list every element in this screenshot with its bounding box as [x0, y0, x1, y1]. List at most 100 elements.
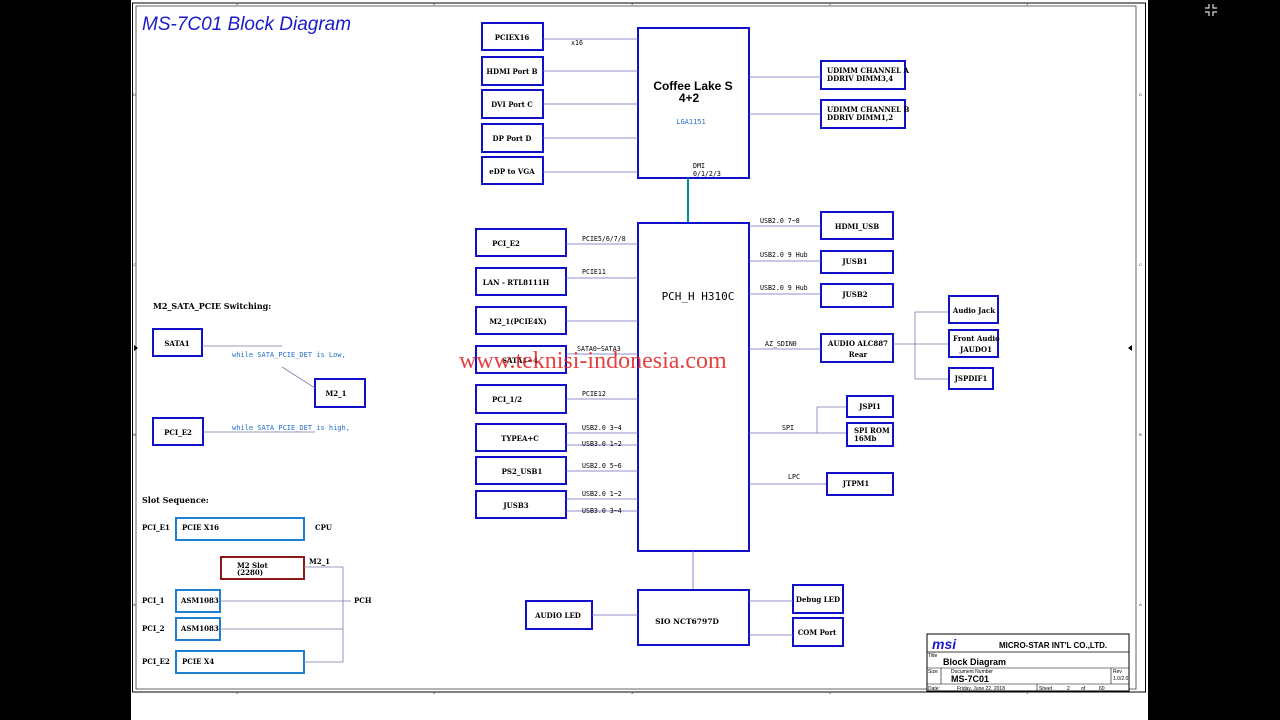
ruler-side-d: D — [133, 92, 136, 97]
switch-sata1-block — [152, 328, 203, 357]
pciex16-label: PCIEX16 — [495, 33, 530, 42]
cpu-name: Coffee Lake S — [653, 79, 732, 93]
jusb3-block — [475, 490, 567, 519]
hdmi-usb-block — [820, 211, 894, 240]
cpu-cores: 4+2 — [679, 91, 700, 105]
dvi-port-c-label: DVI Port C — [491, 100, 533, 109]
ps2-usb1-block — [475, 456, 567, 485]
memory-channel-a-line1: UDIMM CHANNEL A — [827, 66, 909, 75]
pci-e2-signal: PCIE5/6/7/8 — [582, 235, 626, 243]
lan-label: LAN - RTL8111H — [483, 278, 550, 287]
jspi1-label: JSPI1 — [858, 402, 881, 411]
ruler-marker-right — [1128, 345, 1132, 351]
memory-channel-b-line2: DDRIV DIMM1,2 — [827, 113, 893, 122]
slot-heading: Slot Sequence: — [142, 495, 209, 505]
block-diagram: 5 4 3 2 1 5 4 3 2 1 D C B A D C B A MS-7… — [132, 1, 1146, 695]
switch-m2-1-label: M2_1 — [326, 389, 347, 398]
pci-1-2-label: PCI_1/2 — [492, 395, 522, 404]
audio-codec-line1: AUDIO ALC887 — [827, 339, 888, 348]
ruler-top-4: 2 — [829, 1, 832, 6]
sheet-label: Sheet — [1039, 686, 1053, 692]
switch-pci-e2-block — [152, 417, 204, 446]
cpu-socket: LGA1151 — [676, 118, 706, 126]
audio-codec-line2: Rear — [849, 350, 868, 359]
hdmi-usb-label: HDMI_USB — [835, 222, 879, 231]
ruler-side-a: A — [133, 602, 136, 607]
document-number: MS-7C01 — [951, 674, 989, 684]
front-audio-block — [948, 329, 999, 358]
slot-pci-2-label: PCI_2 — [142, 624, 165, 633]
ruler-bottom-3: 3 — [631, 690, 634, 695]
debug-led-label: Debug LED — [796, 595, 840, 604]
switch-m2-1-block — [314, 378, 366, 408]
lan-block — [475, 267, 567, 296]
ruler-top-2: 4 — [433, 1, 436, 6]
of-label: of — [1081, 686, 1086, 692]
jspdif1-label: JSPDIF1 — [954, 374, 988, 383]
front-audio-line1: Front Audio — [953, 334, 1000, 343]
debug-led-block — [792, 584, 844, 614]
jusb2-block — [820, 283, 894, 308]
diagram-title: MS-7C01 Block Diagram — [142, 14, 351, 35]
ruler-side-c: C — [133, 262, 136, 267]
audio-led-label: AUDIO LED — [534, 611, 581, 620]
title-block-title: Block Diagram — [943, 657, 1006, 667]
ruler-side-b: B — [133, 432, 136, 437]
switch-sata1-label: SATA1 — [164, 339, 189, 348]
typea-c-signal-2: USB3.0 1~2 — [582, 440, 622, 448]
ruler-top-5: 1 — [1026, 1, 1029, 6]
switching-heading: M2_SATA_PCIE Switching: — [153, 301, 271, 311]
jspi1-block — [846, 395, 894, 418]
front-audio-line2: JAUDO1 — [959, 345, 992, 354]
dp-port-d-label: DP Port D — [493, 134, 532, 143]
switch-sata-diagonal — [281, 366, 316, 389]
fullscreen-exit-icon[interactable] — [1204, 3, 1218, 17]
pch-name: PCH_H H310C — [662, 290, 735, 303]
jtpm1-block — [826, 472, 894, 496]
com-port-label: COM Port — [798, 628, 837, 637]
sheet-number: 2 — [1067, 686, 1070, 692]
memory-channel-b-line1: UDIMM CHANNEL B — [827, 105, 909, 114]
edp-to-vga-label: eDP to VGA — [489, 167, 535, 176]
slot-m2-line2: (2280) — [237, 568, 263, 577]
spi-rom-block — [846, 422, 894, 447]
ruler-bottom-2: 4 — [433, 690, 436, 695]
jusb3-label: JUSB3 — [502, 501, 528, 510]
rev-label: Rev — [1113, 669, 1122, 675]
slot-m2-block — [220, 556, 305, 580]
ruler-top-1: 5 — [236, 1, 239, 6]
jusb1-signal: USB2.0 9 Hub — [760, 251, 808, 259]
pciex16-signal: x16 — [571, 39, 583, 47]
spi-rom-line2: 16Mb — [854, 434, 876, 443]
ruler-side-d-right: D — [1139, 92, 1142, 97]
typea-c-block — [475, 423, 567, 452]
m2-1-pcie4x-label: M2_1(PCIE4X) — [489, 317, 546, 326]
ruler-bottom-1: 5 — [236, 690, 239, 695]
jusb2-label: JUSB2 — [841, 290, 867, 299]
jusb3-signal: USB2.0 1~2 — [582, 490, 622, 498]
ruler-bottom-4: 2 — [829, 690, 832, 695]
slot-cpu-label: CPU — [315, 523, 332, 532]
slot-pci-e2-label: PCI_E2 — [142, 657, 170, 666]
size-label: Size — [928, 669, 938, 675]
cpu-dmi: DMI — [693, 162, 705, 170]
ps2-usb1-label: PS2_USB1 — [502, 467, 543, 476]
jusb2-signal: USB2.0 9 Hub — [760, 284, 808, 292]
slot-asm2-label: ASM1083 — [180, 624, 219, 633]
typea-c-signal: USB2.0 3~4 — [582, 424, 622, 432]
hdmi-usb-signal: USB2.0 7~8 — [760, 217, 800, 225]
pci-e2-label: PCI_E2 — [492, 239, 520, 248]
schematic-sheet: 5 4 3 2 1 5 4 3 2 1 D C B A D C B A MS-7… — [131, 0, 1148, 720]
hdmi-port-b-label: HDMI Port B — [486, 67, 537, 76]
sata1-4-signal: SATA0~SATA3 — [577, 345, 621, 353]
lpc-signal: LPC — [788, 473, 800, 481]
audio-jack-block — [948, 295, 999, 324]
watermark: www.teknisi-indonesia.com — [459, 348, 727, 374]
lan-signal: PCIE11 — [582, 268, 606, 276]
sio-block — [637, 589, 750, 646]
date-label: Date: — [928, 686, 940, 692]
memory-channel-a-line2: DDRIV DIMM3,4 — [827, 74, 893, 83]
ps2-usb1-signal: USB2.0 5~6 — [582, 462, 622, 470]
slot-pcie-x16-label: PCIE X16 — [182, 523, 219, 532]
typea-c-label: TYPEA+C — [501, 434, 539, 443]
